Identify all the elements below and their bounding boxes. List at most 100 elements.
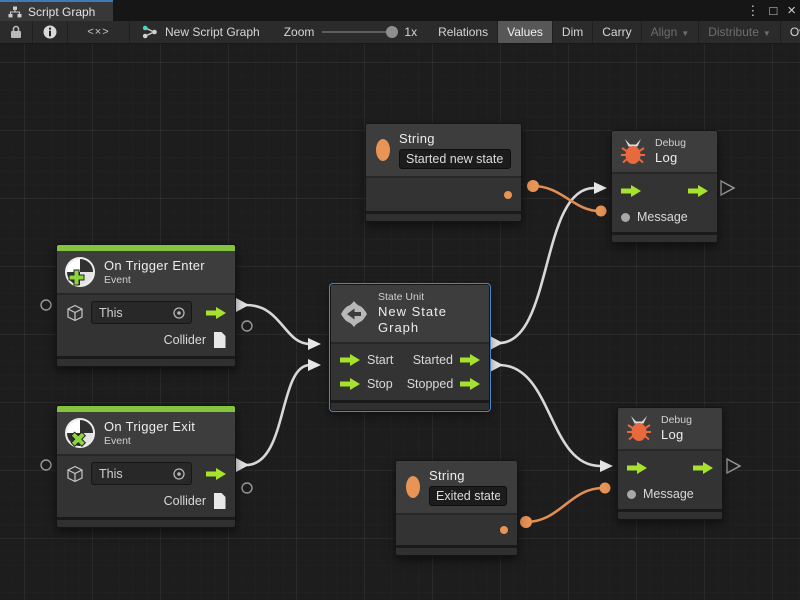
node-category: State Unit (378, 291, 425, 303)
tab-label: Script Graph (28, 4, 96, 19)
bug-icon (626, 415, 652, 442)
info-button[interactable] (33, 21, 68, 43)
tab-script-graph[interactable]: Script Graph (0, 0, 113, 21)
value-port-in[interactable] (595, 205, 607, 217)
values-button[interactable]: Values (498, 21, 553, 43)
value-port-unconnected[interactable] (40, 299, 52, 311)
control-input-arrow[interactable] (627, 462, 647, 474)
carry-button[interactable]: Carry (593, 21, 642, 43)
chevron-down-icon: ▼ (681, 28, 690, 38)
control-port-unconnected[interactable] (726, 457, 742, 475)
more-menu-icon[interactable]: ⋮ (746, 3, 760, 18)
dim-button[interactable]: Dim (553, 21, 594, 43)
node-debug-log-top[interactable]: Debug Log Message (611, 130, 718, 243)
node-category: Debug (655, 137, 686, 149)
lock-button[interactable] (0, 21, 33, 43)
control-input-arrow[interactable] (621, 185, 641, 197)
string-output-port[interactable] (504, 190, 512, 199)
control-port-out[interactable] (236, 298, 249, 312)
value-port-out[interactable] (527, 180, 539, 192)
node-subtitle: Event (104, 434, 131, 447)
node-string-top[interactable]: String (365, 123, 522, 222)
port-label: Message (637, 210, 688, 224)
value-port-unconnected[interactable] (241, 320, 253, 332)
zoom-control: Zoom 1x (272, 21, 429, 43)
graph-name-section: New Script Graph (130, 21, 272, 43)
started-output-arrow[interactable] (460, 354, 480, 366)
bug-icon (620, 138, 646, 165)
node-on-trigger-enter[interactable]: On Trigger Enter Event This (56, 244, 236, 367)
stop-input-arrow[interactable] (340, 378, 360, 390)
message-input-port[interactable] (627, 489, 636, 499)
control-port-out[interactable] (490, 358, 503, 372)
node-footer (612, 232, 717, 242)
control-output-arrow[interactable] (693, 462, 713, 474)
align-button[interactable]: Align ▼ (642, 21, 700, 43)
document-icon (213, 332, 226, 348)
wire-enter-to-start (244, 303, 312, 346)
target-picker-icon[interactable] (172, 306, 186, 320)
node-title: On Trigger Enter (104, 257, 205, 273)
wire-arrowhead (308, 359, 321, 371)
lock-icon (10, 25, 22, 39)
port-label: Started (412, 353, 453, 367)
chevron-down-icon: ▼ (762, 28, 771, 38)
string-literal-icon (376, 139, 390, 161)
node-title: String (429, 468, 465, 483)
string-output-port[interactable] (500, 526, 508, 534)
node-footer (396, 545, 517, 555)
distribute-button[interactable]: Distribute ▼ (699, 21, 781, 43)
value-port-out[interactable] (520, 516, 532, 528)
relations-button[interactable]: Relations (429, 21, 499, 43)
maximize-icon[interactable]: □ (769, 3, 778, 18)
code-view-button[interactable]: <×> (68, 21, 130, 43)
control-port-out[interactable] (236, 458, 249, 472)
hierarchy-icon (8, 6, 22, 18)
node-title: Log (661, 427, 684, 442)
graph-canvas[interactable]: String Debug Log (0, 44, 800, 600)
node-category: Debug (661, 414, 692, 426)
node-title: String (399, 131, 435, 146)
stopped-output-arrow[interactable] (460, 378, 481, 390)
node-subtitle: Event (104, 273, 131, 286)
code-icon: <×> (87, 26, 110, 38)
node-title: Log (655, 150, 678, 165)
wire-string-to-message (531, 184, 601, 213)
target-field[interactable]: This (91, 301, 192, 324)
zoom-slider[interactable] (322, 26, 399, 38)
wire-stopped-to-log (497, 363, 602, 468)
event-accent-bar (57, 245, 235, 251)
node-state-unit[interactable]: State Unit New State Graph Start Started… (329, 283, 491, 412)
control-output-arrow[interactable] (206, 306, 226, 319)
node-footer (331, 400, 489, 410)
message-input-port[interactable] (621, 212, 630, 222)
wire-arrowhead (600, 460, 613, 472)
node-string-bottom[interactable]: String (395, 460, 518, 556)
target-picker-icon[interactable] (172, 467, 186, 481)
target-field[interactable]: This (91, 462, 192, 485)
port-label: Message (643, 487, 694, 501)
start-input-arrow[interactable] (340, 354, 360, 366)
value-port-unconnected[interactable] (40, 459, 52, 471)
node-on-trigger-exit[interactable]: On Trigger Exit Event This (56, 405, 236, 528)
string-value-input[interactable] (429, 486, 507, 506)
close-icon[interactable]: × (787, 2, 796, 19)
zoom-slider-handle[interactable] (386, 26, 399, 38)
string-literal-icon (406, 476, 420, 498)
value-port-unconnected[interactable] (241, 482, 253, 494)
string-value-input[interactable] (399, 149, 511, 169)
node-footer (57, 517, 235, 527)
port-label: Stopped (406, 377, 454, 391)
value-port-in[interactable] (599, 482, 611, 494)
wire-exit-to-stop (244, 363, 312, 467)
tab-strip: Script Graph ⋮ □ × (0, 0, 800, 21)
control-port-unconnected[interactable] (720, 179, 736, 197)
control-output-arrow[interactable] (688, 185, 708, 197)
overview-button[interactable]: Overview (781, 21, 800, 43)
document-icon (213, 493, 226, 509)
control-port-out[interactable] (490, 336, 503, 350)
node-debug-log-bottom[interactable]: Debug Log Message (617, 407, 723, 520)
connections-layer (40, 179, 742, 528)
control-output-arrow[interactable] (206, 467, 226, 480)
port-label: Stop (367, 377, 393, 391)
